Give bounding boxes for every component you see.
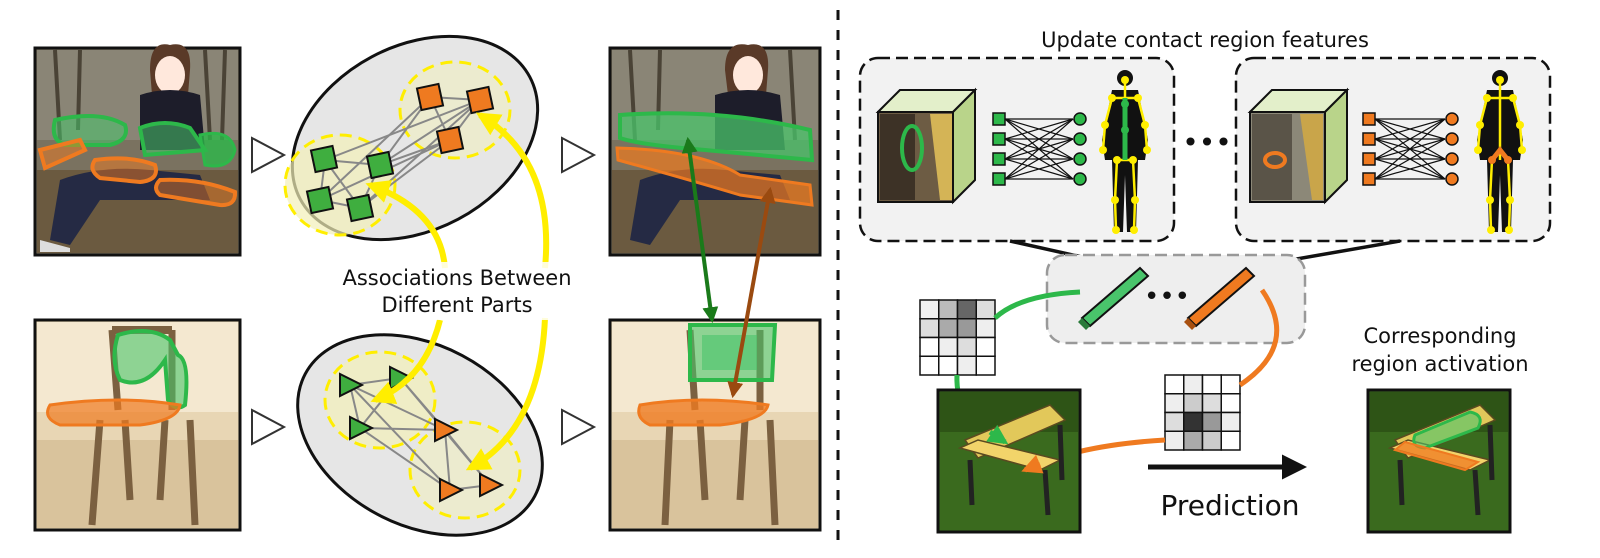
update-box-green <box>858 56 1176 243</box>
brown-correspondence-arrow <box>727 186 776 399</box>
associations-label-line2: Different Parts <box>381 293 532 317</box>
chair-photo-right <box>608 318 822 532</box>
green-arrow-tip <box>986 424 1009 445</box>
orange-curve-to-grid <box>1238 288 1280 388</box>
graph-ellipse-bottom <box>296 333 544 537</box>
heatmap-grid-right <box>1164 374 1241 451</box>
association-arrows <box>365 112 550 471</box>
update-title: Update contact region features <box>1041 28 1369 52</box>
body-skeleton-orange <box>1474 70 1526 234</box>
person-photo-left <box>33 44 242 257</box>
orange-arrow-tip <box>1021 454 1044 474</box>
update-box-orange <box>1234 56 1552 243</box>
corresponding-label-line2: region activation <box>1351 352 1528 376</box>
prediction-label: Prediction <box>1160 489 1299 522</box>
associations-label-line1: Associations Between <box>342 266 571 290</box>
ellipsis-top: ••• <box>1182 126 1232 159</box>
green-correspondence-arrow <box>681 136 719 324</box>
chair-photo-left <box>33 318 242 532</box>
bench-photo-input <box>936 388 1082 534</box>
green-curve-to-grid <box>993 289 1081 320</box>
heatmap-grid-left <box>919 299 996 376</box>
body-skeleton-green <box>1099 70 1151 234</box>
corresponding-label-line1: Corresponding <box>1363 324 1516 348</box>
bench-photo-output <box>1366 388 1512 534</box>
graph-ellipse-top <box>283 34 540 242</box>
ellipsis-vectors: ••• <box>1144 282 1190 312</box>
person-photo-right <box>608 44 822 257</box>
associations-label-bg <box>325 262 590 320</box>
play-triangle-icon <box>251 136 597 446</box>
feature-vectors-box <box>1045 253 1307 345</box>
